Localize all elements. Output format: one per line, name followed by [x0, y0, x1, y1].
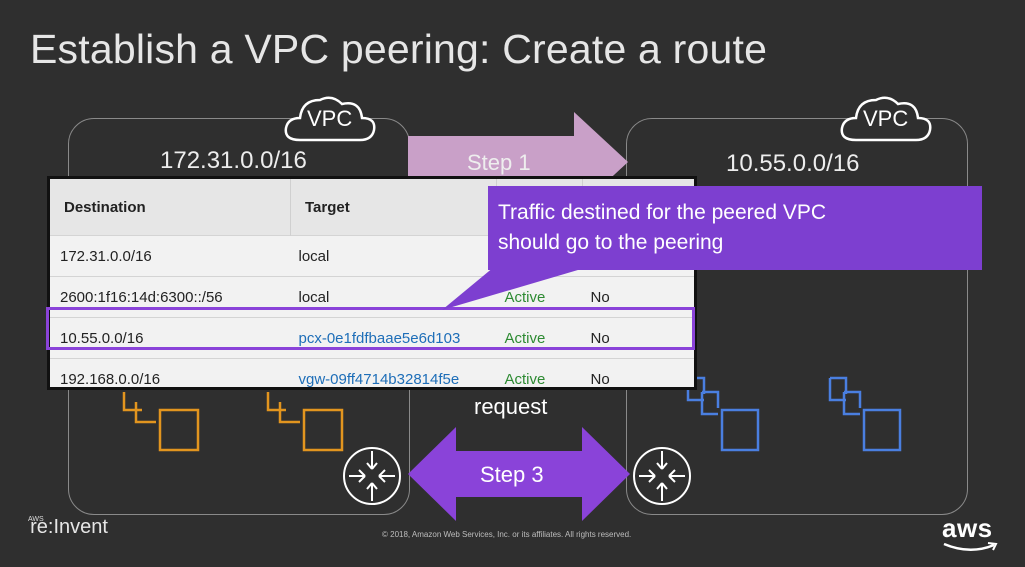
footer-copyright: © 2018, Amazon Web Services, Inc. or its…: [382, 530, 632, 539]
callout-pointer-icon: [442, 262, 605, 310]
callout-line-1: Traffic destined for the peered VPC: [498, 201, 827, 224]
cell-destination: 192.168.0.0/16: [50, 358, 291, 387]
right-router-icon: [633, 447, 691, 505]
right-vpc-cloud-icon: VPC: [836, 88, 936, 148]
column-header-target[interactable]: Target: [290, 179, 497, 236]
table-row[interactable]: 10.55.0.0/16 pcx-0e1fdfbaae5e6d103 Activ…: [50, 317, 694, 359]
cell-propagated: No: [582, 317, 694, 359]
cell-destination: 172.31.0.0/16: [50, 235, 291, 277]
cell-propagated: No: [582, 358, 694, 387]
cell-status: Active: [496, 317, 583, 359]
slide-title: Establish a VPC peering: Create a route: [30, 26, 768, 72]
cell-destination: 2600:1f16:14d:6300::/56: [50, 276, 291, 318]
cell-propagated: No: [582, 276, 694, 318]
callout-box: Traffic destined for the peered VPC shou…: [488, 186, 982, 270]
route-table: Destination Target 172.31.0.0/16 local 2…: [47, 176, 697, 390]
left-vpc-cidr: 172.31.0.0/16: [160, 147, 307, 174]
column-header-destination[interactable]: Destination: [50, 179, 291, 236]
left-vpc-cloud-icon: VPC: [280, 88, 380, 148]
left-router-icon: [343, 447, 401, 505]
cell-status: Active: [496, 358, 583, 387]
step3-label: Step 3: [480, 462, 544, 487]
left-instance-group-2-icon: [266, 392, 344, 452]
cell-target-link[interactable]: pcx-0e1fdfbaae5e6d103: [290, 317, 497, 359]
left-vpc-cloud-label: VPC: [307, 106, 353, 131]
aws-logo-text: aws: [942, 513, 993, 543]
peering-route-highlight: [46, 307, 695, 350]
right-instance-group-2-icon: [828, 376, 902, 452]
step1-label: Step 1: [467, 150, 531, 175]
reinvent-logo: AWS re:Invent: [28, 516, 108, 539]
reinvent-logo-name: re:Invent: [30, 516, 108, 538]
left-instance-group-1-icon: [122, 392, 200, 452]
cell-target: local: [290, 235, 497, 277]
right-vpc-cloud-label: VPC: [863, 106, 909, 131]
cell-destination: 10.55.0.0/16: [50, 317, 291, 359]
reinvent-logo-small: AWS: [28, 516, 44, 523]
callout-line-2: should go to the peering: [498, 231, 724, 254]
right-vpc-cidr: 10.55.0.0/16: [726, 150, 860, 177]
cell-target-link[interactable]: vgw-09ff4714b32814f5e: [290, 358, 497, 387]
step2-request-label: request: [474, 394, 548, 419]
aws-smile-icon: [943, 542, 998, 551]
table-row[interactable]: 2600:1f16:14d:6300::/56 local Active No: [50, 276, 694, 318]
aws-logo: aws: [942, 513, 1002, 553]
table-row[interactable]: 192.168.0.0/16 vgw-09ff4714b32814f5e Act…: [50, 358, 694, 387]
step3-double-arrow-icon: [408, 427, 630, 521]
